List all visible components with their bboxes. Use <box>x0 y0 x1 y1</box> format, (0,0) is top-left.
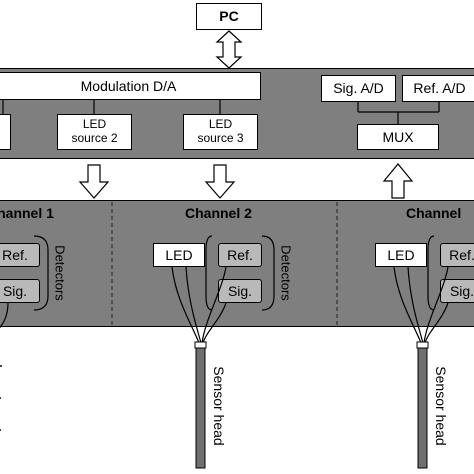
channel-2-led-box: LED <box>153 243 205 267</box>
channel-3-sig-label: Sig. <box>449 282 474 299</box>
pc-box: PC <box>196 3 262 30</box>
led-source-2-down-arrow <box>78 164 110 199</box>
channel-2-sensor-label: Sensor head <box>211 366 227 446</box>
channel-2-fibers <box>171 266 227 344</box>
channel-3-ref-label: Ref. <box>449 246 474 263</box>
ref-ad-label: Ref. A/D <box>413 80 466 97</box>
pc-double-arrow <box>215 30 243 69</box>
channel-1-sig-detector: Sig. <box>0 279 40 303</box>
channel-1-fibers <box>0 302 9 329</box>
led-source-1-box <box>0 114 11 150</box>
channel-2-sensor-rod <box>195 345 206 469</box>
channel-3-sig-detector: Sig. <box>440 279 474 303</box>
channel-1-title: Channel 1 <box>0 205 54 221</box>
led-source-3-down-arrow <box>204 164 236 199</box>
led-source-2-box: LED source 2 <box>57 114 132 150</box>
channel-3-ref-detector: Ref. <box>440 243 474 267</box>
channel-2-led-label: LED <box>165 246 193 263</box>
channel-1-sensor-hint <box>0 365 2 431</box>
channel-2-title: Channel 2 <box>185 205 252 221</box>
channel-3-title: Channel <box>406 205 462 221</box>
sig-ad-box: Sig. A/D <box>321 75 396 102</box>
ref-ad-box: Ref. A/D <box>402 75 474 102</box>
channel-2-sensor-cap <box>194 341 207 349</box>
channel-3-sensor-label: Sensor head <box>433 366 449 446</box>
channel-2-ref-label: Ref. <box>227 246 253 263</box>
led-source-3-box: LED source 3 <box>183 114 258 150</box>
adc-mux-connectors <box>357 102 440 124</box>
channel-3-led-box: LED <box>375 243 427 267</box>
mux-box: MUX <box>357 124 439 150</box>
modulation-da-label: Modulation D/A <box>80 77 177 94</box>
channel-2-detectors-bracket-right <box>261 235 275 311</box>
modulation-connectors <box>2 100 221 114</box>
modulation-da-box: Modulation D/A <box>0 72 261 100</box>
channel-3-sensor-cap <box>416 341 429 349</box>
channel-3-led-label: LED <box>387 246 415 263</box>
channel-1-detectors-bracket <box>33 235 49 311</box>
channel-2-sig-label: Sig. <box>227 282 253 299</box>
channel-2-sig-detector: Sig. <box>218 279 262 303</box>
channel-3-sensor-rod <box>417 345 428 469</box>
channel-3-detectors-bracket <box>427 235 435 311</box>
channel-1-ref-detector: Ref. <box>0 243 40 267</box>
channel-3-fibers <box>393 266 449 344</box>
channel-2-ref-detector: Ref. <box>218 243 262 267</box>
mux-up-arrow <box>382 163 414 199</box>
led-source-2-label: LED source 2 <box>71 117 118 145</box>
channel-1-ref-label: Ref. <box>2 246 28 263</box>
pc-label: PC <box>219 8 239 25</box>
channel-2-detectors-bracket <box>205 235 213 311</box>
led-source-3-label: LED source 3 <box>197 117 244 145</box>
channel-1-sig-label: Sig. <box>2 282 28 299</box>
mux-label: MUX <box>382 128 414 145</box>
sig-ad-label: Sig. A/D <box>333 80 384 97</box>
